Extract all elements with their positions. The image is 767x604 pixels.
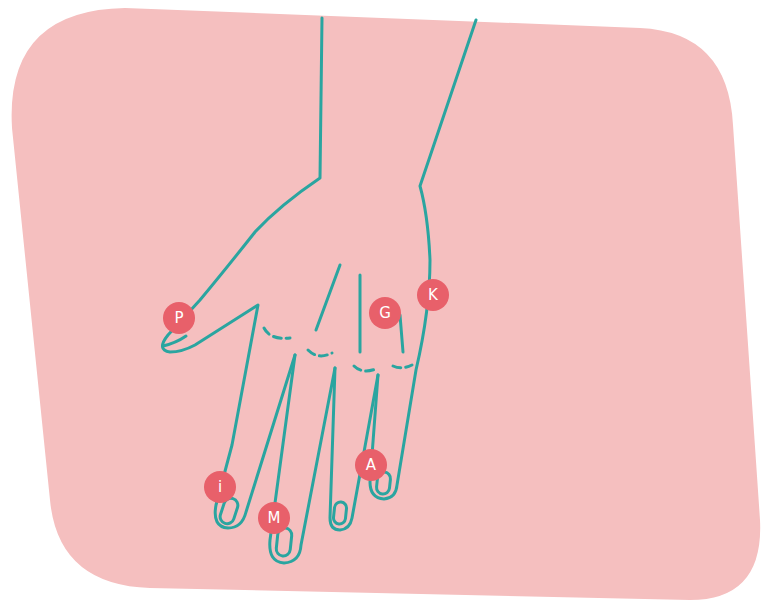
ring-nail xyxy=(333,501,347,524)
knuckle-lines xyxy=(264,328,412,371)
circle-fill xyxy=(369,297,401,329)
circle-fill xyxy=(258,502,290,534)
callout-circle: A xyxy=(355,449,387,481)
finger-letter: A xyxy=(355,449,387,481)
callout-circle: K xyxy=(417,279,449,311)
ring-finger xyxy=(330,368,378,530)
circle-fill xyxy=(163,302,195,334)
circle-fill xyxy=(355,449,387,481)
circle-fill xyxy=(204,471,236,503)
callout-circle: i xyxy=(204,471,236,503)
palm-line xyxy=(316,265,340,330)
finger-letter: M xyxy=(258,502,290,534)
finger-letter: i xyxy=(204,471,236,503)
palm-line xyxy=(400,315,403,352)
finger-letter: G xyxy=(369,297,401,329)
knuckle-line xyxy=(354,366,376,371)
little-finger xyxy=(370,20,476,499)
hand-outline xyxy=(162,18,476,563)
arm-left xyxy=(162,18,322,528)
thumb-nail xyxy=(163,336,186,346)
finger-letter: P xyxy=(163,302,195,334)
callout-circle: P xyxy=(163,302,195,334)
palm-line xyxy=(359,275,362,352)
callout-circle: M xyxy=(258,502,290,534)
background-card xyxy=(12,8,761,600)
knuckle-line xyxy=(264,328,290,338)
knuckle-line xyxy=(393,365,412,368)
callout-circle: G xyxy=(369,297,401,329)
circle-fill xyxy=(417,279,449,311)
finger-letter: K xyxy=(417,279,449,311)
knuckle-line xyxy=(308,350,332,356)
